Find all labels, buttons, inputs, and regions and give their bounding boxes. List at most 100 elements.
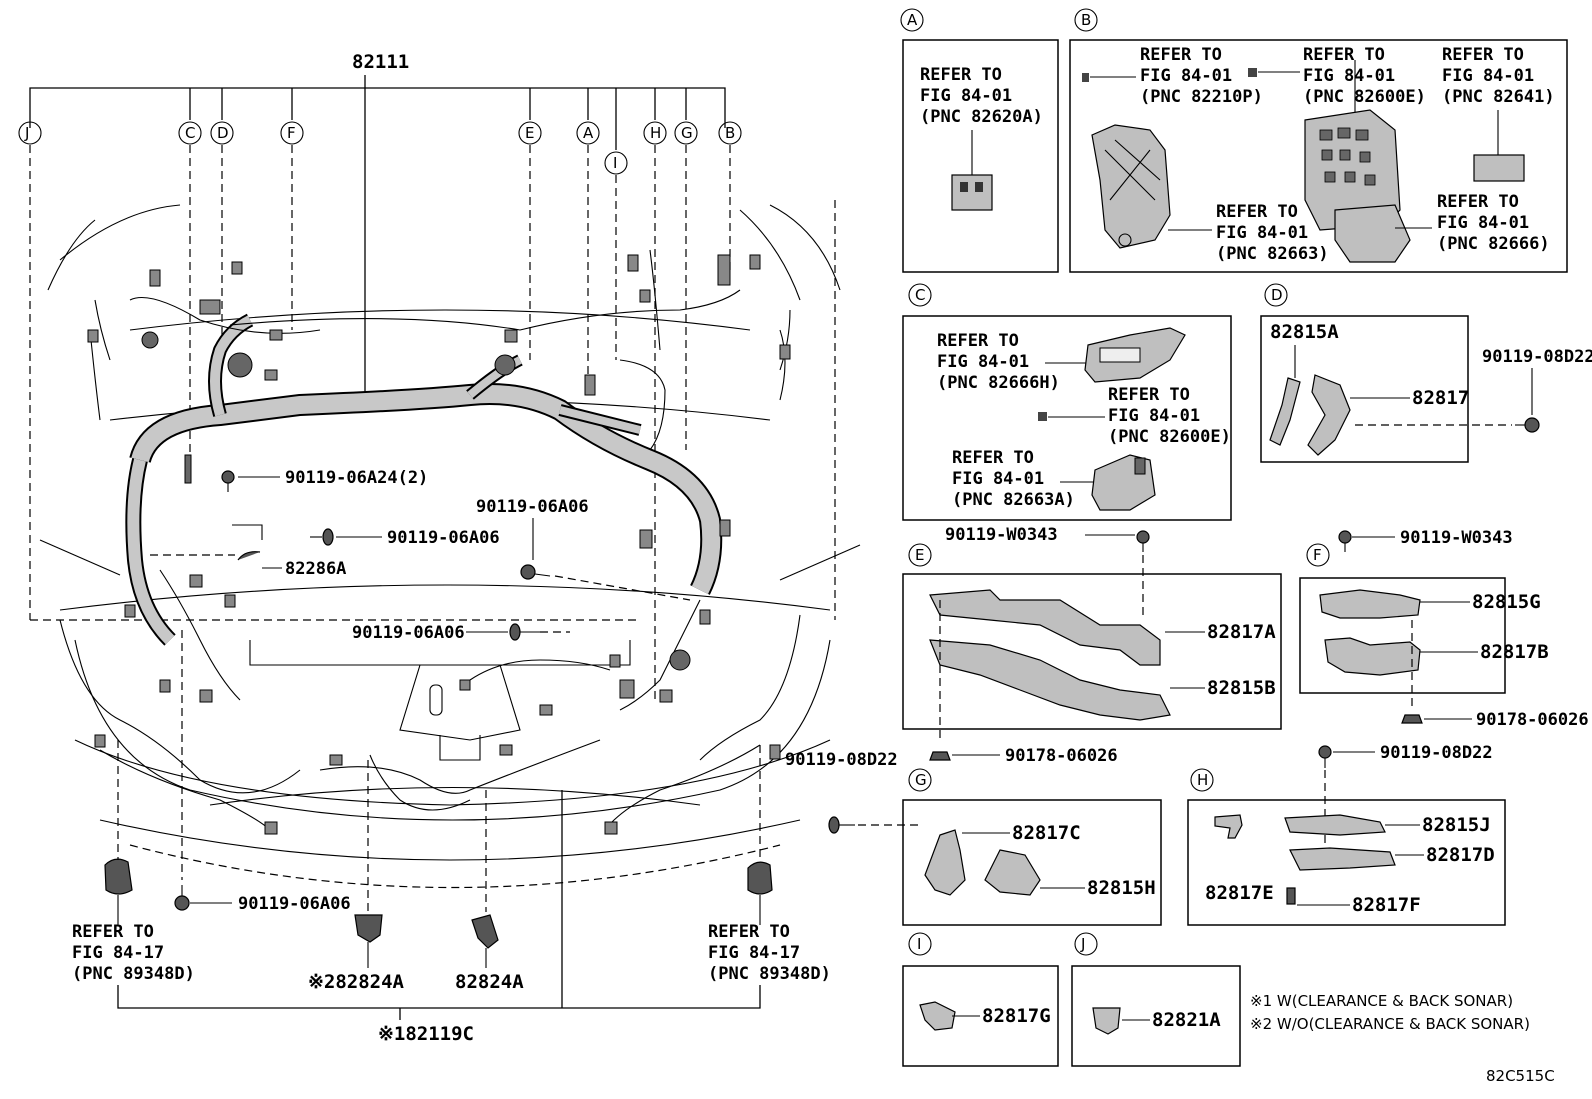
svg-text:B: B <box>725 124 735 142</box>
note-1: ※1 W(CLEARANCE & BACK SONAR) <box>1250 992 1513 1010</box>
figure-code: 82C515C <box>1486 1067 1555 1085</box>
bolt-a06-group-2: 90119-06A06 <box>476 497 691 601</box>
svg-text:REFER TO: REFER TO <box>937 331 1019 351</box>
svg-text:REFER TO: REFER TO <box>1437 192 1519 212</box>
bolt-a06-label-2: 90119-06A06 <box>476 497 589 517</box>
bolt-a06-group-1: 90119-06A06 <box>310 528 500 548</box>
svg-text:82815H: 82815H <box>1087 877 1156 899</box>
svg-text:REFER TO: REFER TO <box>952 448 1034 468</box>
inset-H: H 90119-08D22 82815J 82817D 82817E 82817… <box>1187 743 1506 926</box>
callout-G: G <box>674 121 698 145</box>
svg-text:FIG 84-01: FIG 84-01 <box>952 469 1044 489</box>
callout-E: E <box>518 121 542 145</box>
svg-text:FIG 84-01: FIG 84-01 <box>1140 66 1232 86</box>
svg-text:FIG 84-01: FIG 84-01 <box>1303 66 1395 86</box>
svg-text:82817A: 82817A <box>1207 621 1276 643</box>
harness-number-label: 82111 <box>352 51 409 73</box>
sensor-82824a-label-1: ※282824A <box>308 971 405 993</box>
svg-text:F: F <box>287 124 296 142</box>
bolt-08d22-group: 90119-08D22 <box>785 750 920 834</box>
inset-I: I 82817G <box>902 932 1059 1067</box>
callout-C: C <box>178 121 202 145</box>
svg-text:FIG 84-01: FIG 84-01 <box>1437 213 1529 233</box>
svg-text:90178-06026: 90178-06026 <box>1005 746 1118 766</box>
svg-text:(PNC 82620A): (PNC 82620A) <box>920 107 1043 127</box>
svg-text:82815B: 82815B <box>1207 677 1276 699</box>
bolt-a06-group-3: 90119-06A06 <box>352 623 570 643</box>
callout-I: I <box>604 151 628 175</box>
svg-text:(PNC 82641): (PNC 82641) <box>1442 87 1555 107</box>
inset-G: G 82817C 82815H <box>902 768 1162 926</box>
bolt-a24-label: 90119-06A24(2) <box>285 468 428 488</box>
svg-text:82817B: 82817B <box>1480 641 1549 663</box>
svg-text:FIG 84-01: FIG 84-01 <box>1216 223 1308 243</box>
svg-text:FIG 84-01: FIG 84-01 <box>937 352 1029 372</box>
svg-text:82817F: 82817F <box>1352 894 1421 916</box>
svg-text:82817C: 82817C <box>1012 822 1081 844</box>
svg-text:82815G: 82815G <box>1472 591 1541 613</box>
svg-text:G: G <box>915 771 927 789</box>
bolt-a06-label-1: 90119-06A06 <box>387 528 500 548</box>
part-82286a-group: 82286A <box>150 524 346 608</box>
bolt-a06-label-3: 90119-06A06 <box>352 623 465 643</box>
inset-B: B REFER TO FIG 84-01 (PNC 82210P) REFER … <box>1069 8 1568 273</box>
svg-text:90119-08D22: 90119-08D22 <box>1482 347 1592 367</box>
note-2: ※2 W/O(CLEARANCE & BACK SONAR) <box>1250 1015 1530 1033</box>
svg-text:(PNC 82666): (PNC 82666) <box>1437 234 1550 254</box>
svg-text:E: E <box>525 124 534 142</box>
svg-text:REFER TO: REFER TO <box>920 65 1002 85</box>
sensor-82824a-1: ※282824A <box>308 760 405 993</box>
inset-A: A REFER TO FIG 84-01 (PNC 82620A) <box>900 8 1059 273</box>
svg-text:82821A: 82821A <box>1152 1009 1221 1031</box>
svg-text:FIG 84-01: FIG 84-01 <box>920 86 1012 106</box>
sensor-left <box>104 740 133 925</box>
svg-text:REFER TO: REFER TO <box>72 922 154 942</box>
svg-text:(PNC 82663): (PNC 82663) <box>1216 244 1329 264</box>
svg-text:J: J <box>1080 935 1085 953</box>
svg-text:90119-08D22: 90119-08D22 <box>1380 743 1493 763</box>
svg-text:A: A <box>583 124 594 142</box>
svg-text:82817E: 82817E <box>1205 882 1274 904</box>
sensor-82824a-label-2: 82824A <box>455 971 524 993</box>
svg-text:(PNC 89348D): (PNC 89348D) <box>72 964 195 984</box>
svg-text:I: I <box>917 935 921 953</box>
svg-text:(PNC 82210P): (PNC 82210P) <box>1140 87 1263 107</box>
svg-text:H: H <box>650 124 661 142</box>
callout-H: H <box>643 121 667 145</box>
callout-D: D <box>210 121 234 145</box>
svg-text:H: H <box>1197 771 1208 789</box>
inset-D: D 82815A 82817 90119-08D22 <box>1260 283 1592 463</box>
svg-text:(PNC 89348D): (PNC 89348D) <box>708 964 831 984</box>
svg-text:J: J <box>24 124 29 142</box>
svg-text:G: G <box>681 124 693 142</box>
bottom-harness-label: ※182119C <box>378 1023 474 1045</box>
inset-J: J 82821A <box>1071 932 1241 1067</box>
bolt-a06-label-4: 90119-06A06 <box>238 894 351 914</box>
svg-text:D: D <box>1271 286 1283 304</box>
refer-right-text: REFER TO FIG 84-17 (PNC 89348D) <box>708 922 831 984</box>
svg-text:I: I <box>613 154 617 172</box>
callout-J: J <box>18 121 42 145</box>
sensor-right <box>747 745 773 925</box>
callout-F: F <box>280 121 304 145</box>
footnotes: ※1 W(CLEARANCE & BACK SONAR) ※2 W/O(CLEA… <box>1250 992 1530 1033</box>
inset-C: C REFER TO FIG 84-01 (PNC 82666H) REFER … <box>902 283 1232 521</box>
bolt-a24-group: 90119-06A24(2) <box>221 468 428 492</box>
svg-text:82815J: 82815J <box>1422 814 1491 836</box>
inset-E: E 90119-W0343 82817A 82815B 90178-06026 <box>902 525 1282 766</box>
part-82286a-label: 82286A <box>285 559 346 579</box>
svg-text:FIG 84-01: FIG 84-01 <box>1108 406 1200 426</box>
inset-F: F 90119-W0343 82815G 82817B 90178-06026 <box>1299 528 1589 730</box>
svg-text:FIG 84-17: FIG 84-17 <box>708 943 800 963</box>
bolt-08d22-label: 90119-08D22 <box>785 750 898 770</box>
svg-text:FIG 84-17: FIG 84-17 <box>72 943 164 963</box>
svg-text:REFER TO: REFER TO <box>1442 45 1524 65</box>
svg-text:D: D <box>217 124 229 142</box>
svg-text:A: A <box>907 11 918 29</box>
svg-text:(PNC 82666H): (PNC 82666H) <box>937 373 1060 393</box>
svg-text:E: E <box>915 546 924 564</box>
svg-text:REFER TO: REFER TO <box>1216 202 1298 222</box>
svg-text:REFER TO: REFER TO <box>1108 385 1190 405</box>
svg-text:REFER TO: REFER TO <box>708 922 790 942</box>
